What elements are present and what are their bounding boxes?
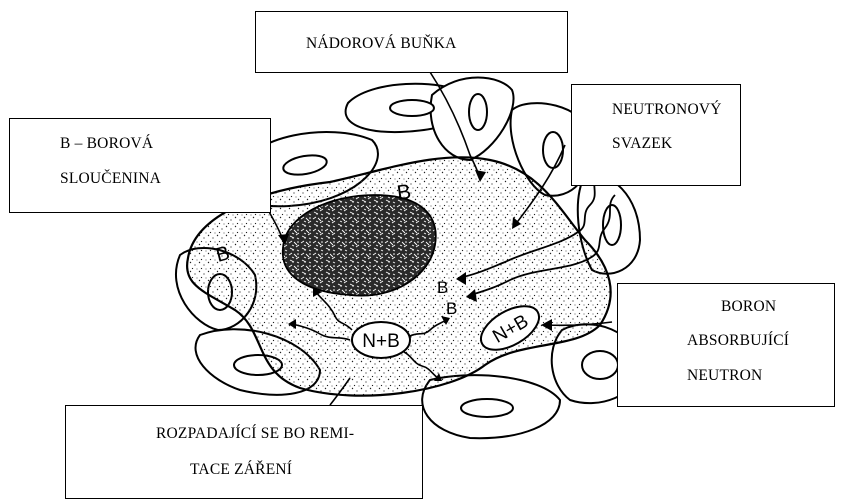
- label-decay-emission-line2: TACE ZÁŘENÍ: [190, 461, 292, 479]
- label-decay-emission: ROZPADAJÍCÍ SE BO REMI- TACE ZÁŘENÍ: [65, 405, 423, 499]
- label-decay-emission-line1: ROZPADAJÍCÍ SE BO REMI-: [156, 425, 354, 443]
- label-boron-absorbing-line3: NEUTRON: [687, 367, 762, 385]
- label-tumor-cell-text: NÁDOROVÁ BUŇKA: [306, 35, 456, 53]
- label-boron-compound-line2: SLOUČENINA: [60, 170, 161, 188]
- label-neutron-beam: NEUTRONOVÝ SVAZEK: [571, 84, 741, 186]
- label-boron-absorbing-line2: ABSORBUJÍCÍ: [687, 332, 789, 350]
- boron-atom: B: [437, 278, 448, 297]
- boron-atom: B: [446, 299, 457, 318]
- label-boron-absorbing: BORON ABSORBUJÍCÍ NEUTRON: [617, 283, 835, 407]
- label-boron-absorbing-line1: BORON: [721, 298, 776, 316]
- capture-event-left: N+B: [352, 322, 410, 358]
- label-tumor-cell: NÁDOROVÁ BUŇKA: [255, 11, 568, 73]
- label-boron-compound-line1: B – BOROVÁ: [60, 135, 153, 153]
- label-neutron-beam-line2: SVAZEK: [612, 135, 672, 153]
- capture-event-label: N+B: [362, 331, 400, 352]
- label-boron-compound: B – BOROVÁ SLOUČENINA: [9, 118, 271, 213]
- label-neutron-beam-line1: NEUTRONOVÝ: [612, 101, 722, 119]
